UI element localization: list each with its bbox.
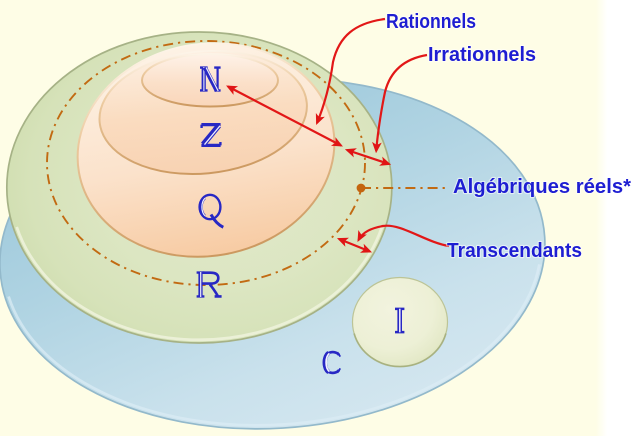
- svg-text:Transcendants: Transcendants: [447, 239, 582, 262]
- svg-text:Irrationnels: Irrationnels: [428, 43, 536, 66]
- svg-text:Algébriques réels*: Algébriques réels*: [453, 175, 631, 198]
- svg-text:Rationnels: Rationnels: [386, 10, 476, 33]
